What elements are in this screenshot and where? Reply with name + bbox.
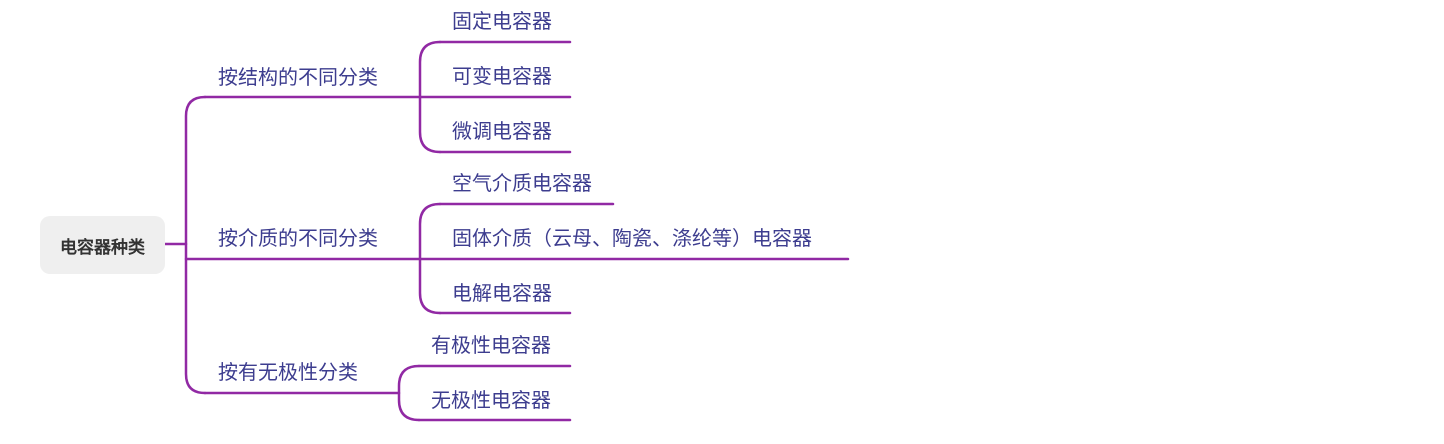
group-polarity-bracket [397,364,421,422]
leaf-air-dielectric-capacitor[interactable]: 空气介质电容器 [452,171,592,195]
branch-structure[interactable]: 按结构的不同分类 [218,65,378,89]
leaf-trimmer-capacitor[interactable]: 微调电容器 [452,119,552,143]
branch-polarity[interactable]: 按有无极性分类 [218,360,358,384]
leaf-solid-dielectric-capacitor[interactable]: 固体介质（云母、陶瓷、涤纶等）电容器 [452,226,812,250]
leaf-electrolytic-capacitor[interactable]: 电解电容器 [452,281,552,305]
branch-medium[interactable]: 按介质的不同分类 [218,226,378,250]
leaf-fixed-capacitor[interactable]: 固定电容器 [452,9,552,33]
leaf-polar-capacitor[interactable]: 有极性电容器 [431,333,551,357]
root-node-label: 电容器种类 [60,237,145,258]
leaf-variable-capacitor[interactable]: 可变电容器 [452,64,552,88]
leaf-nonpolar-capacitor[interactable]: 无极性电容器 [431,388,551,412]
trunk-connector [184,95,207,395]
root-node[interactable]: 电容器种类 [40,216,165,274]
